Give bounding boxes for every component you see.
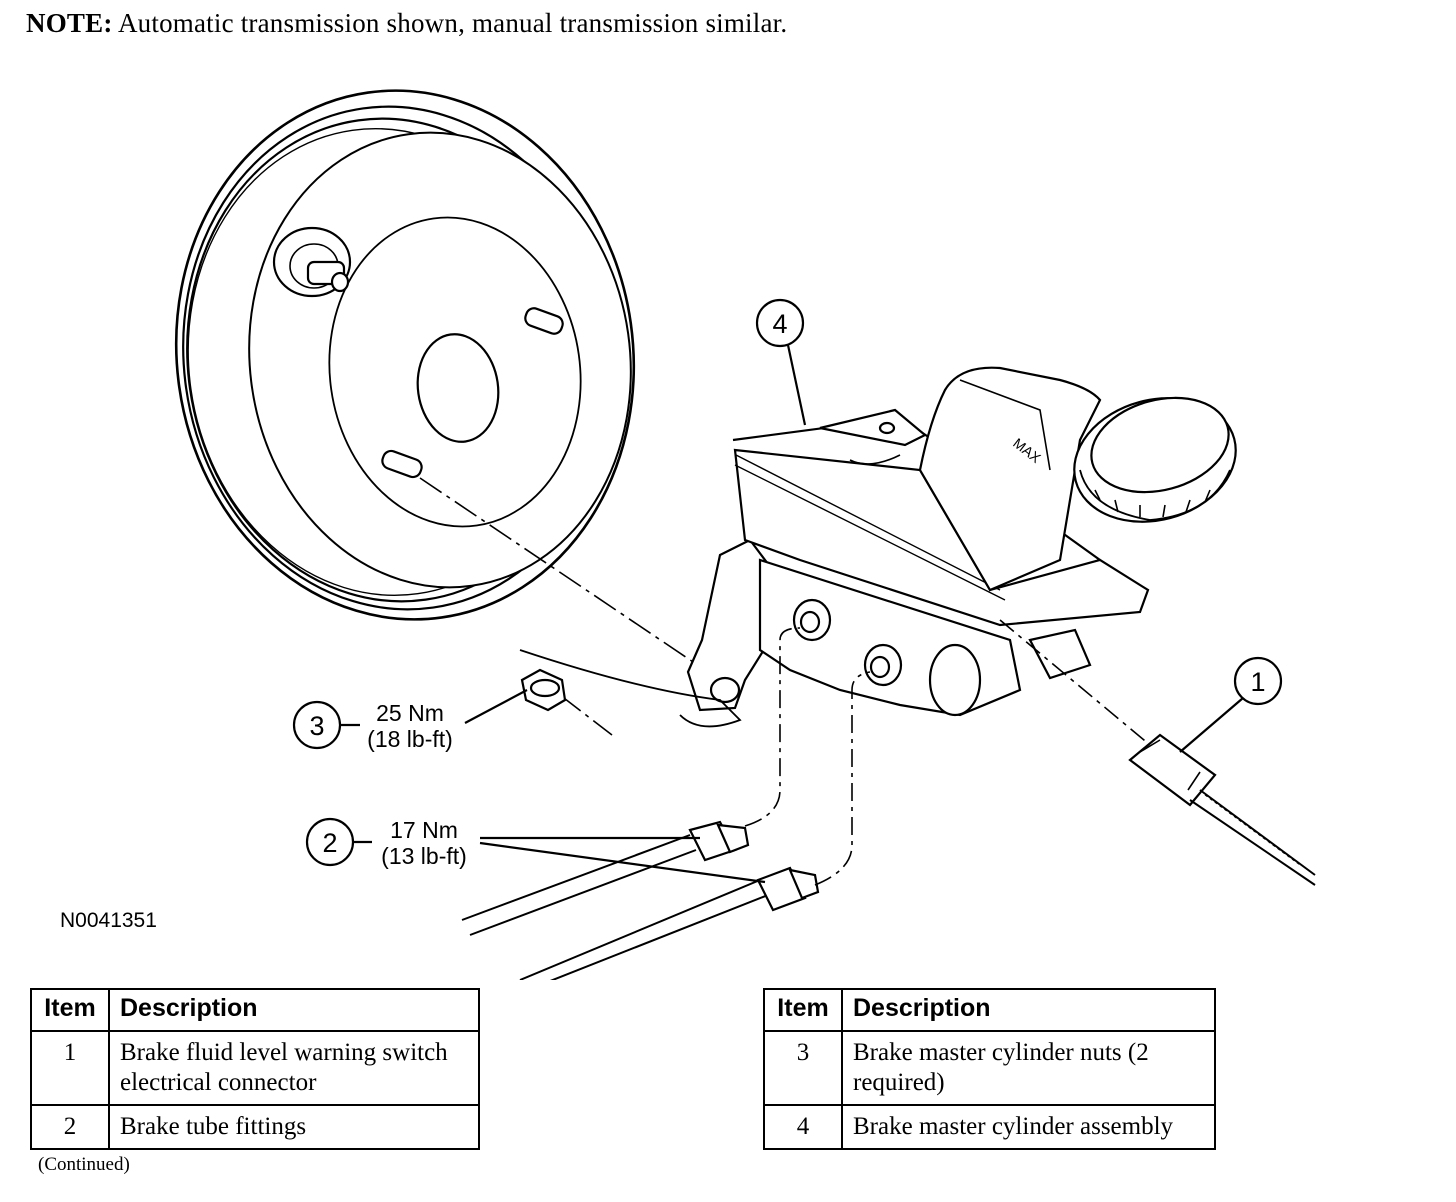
note-label: NOTE: xyxy=(26,8,113,38)
table-row: 3 Brake master cylinder nuts (2 required… xyxy=(763,1030,1216,1106)
callout-3-torque-nm: 25 Nm xyxy=(376,700,444,726)
electrical-connector xyxy=(1128,733,1316,886)
item-description: Brake master cylinder nuts (2 required) xyxy=(841,1030,1216,1106)
callout-1 xyxy=(1179,656,1283,753)
header-description: Description xyxy=(108,988,480,1032)
legend-table-right: Item Description 3 Brake master cylinder… xyxy=(763,988,1216,1150)
header-item: Item xyxy=(30,988,110,1032)
table-row: 4 Brake master cylinder assembly xyxy=(763,1104,1216,1150)
callout-2-number: 2 xyxy=(322,828,337,858)
brake-master-cylinder-illustration: MAX 1 4 xyxy=(60,89,1316,980)
legend-table-left: Item Description 1 Brake fluid level war… xyxy=(30,988,480,1150)
callout-1-number: 1 xyxy=(1250,667,1265,697)
callout-2 xyxy=(305,817,766,884)
note-text: Automatic transmission shown, manual tra… xyxy=(117,8,788,38)
item-number: 1 xyxy=(30,1030,110,1106)
legend-header-row: Item Description xyxy=(763,988,1216,1032)
item-number: 3 xyxy=(763,1030,843,1106)
item-description: Brake master cylinder assembly xyxy=(841,1104,1216,1150)
callout-2-torque-lbft: (13 lb-ft) xyxy=(381,843,467,869)
legend-header-row: Item Description xyxy=(30,988,480,1032)
note: NOTE: Automatic transmission shown, manu… xyxy=(26,8,787,39)
figure-id: N0041351 xyxy=(60,909,157,932)
header-description: Description xyxy=(841,988,1216,1032)
callout-4-number: 4 xyxy=(772,309,787,339)
callout-4 xyxy=(755,298,807,426)
brake-tube-fittings xyxy=(461,820,820,980)
callout-2-torque-nm: 17 Nm xyxy=(390,817,458,843)
item-number: 2 xyxy=(30,1104,110,1150)
table-row: 2 Brake tube fittings xyxy=(30,1104,480,1150)
brake-booster xyxy=(174,89,636,621)
callout-3 xyxy=(292,689,528,750)
table-row: 1 Brake fluid level warning switch elect… xyxy=(30,1030,480,1106)
callout-3-number: 3 xyxy=(309,711,324,741)
cylinder-nut xyxy=(520,668,567,712)
item-description: Brake fluid level warning switch electri… xyxy=(108,1030,480,1106)
item-description: Brake tube fittings xyxy=(108,1104,480,1150)
header-item: Item xyxy=(763,988,843,1032)
callout-3-torque-lbft: (18 lb-ft) xyxy=(367,726,453,752)
item-number: 4 xyxy=(763,1104,843,1150)
stud-centerlines xyxy=(419,477,706,736)
tube-routing-lines xyxy=(744,619,1151,886)
master-cylinder xyxy=(519,366,1237,728)
continued-note: (Continued) xyxy=(38,1154,130,1175)
